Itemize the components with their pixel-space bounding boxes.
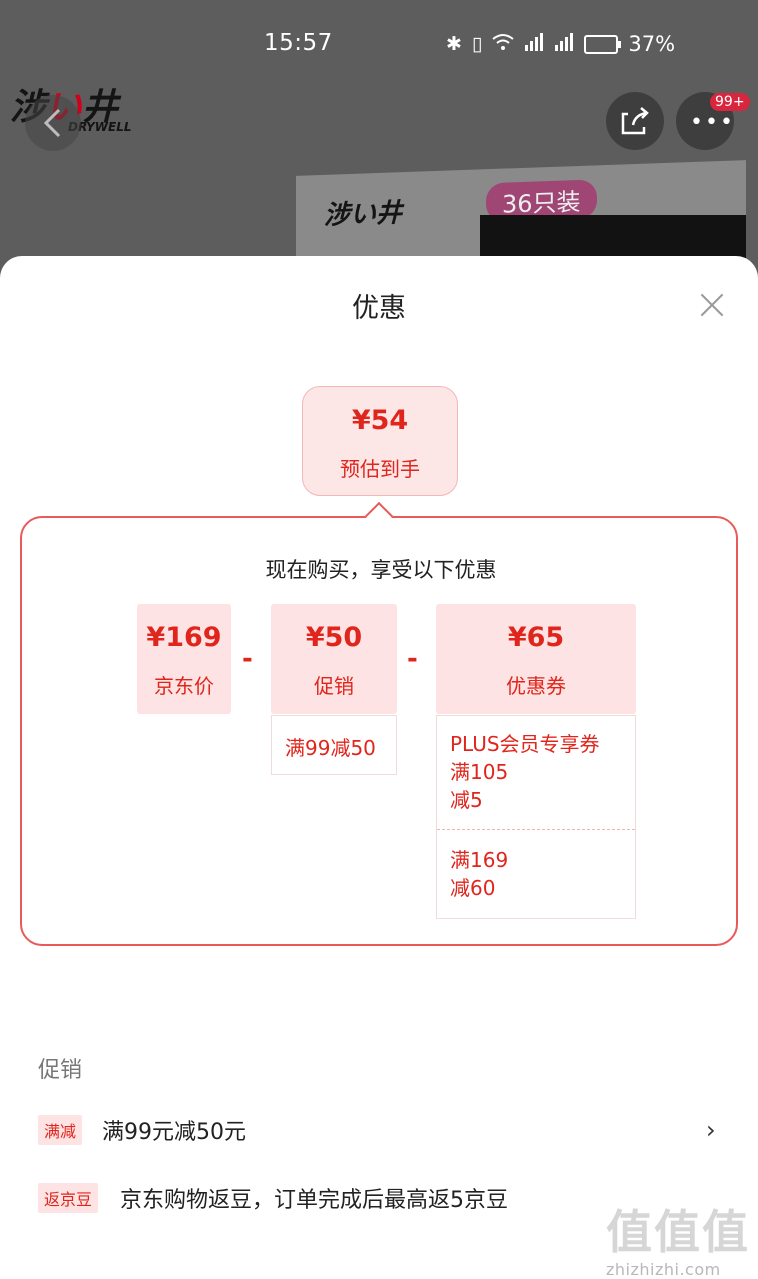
- chevron-left-icon: [43, 108, 61, 138]
- close-icon[interactable]: [694, 288, 730, 324]
- vibrate-icon: ▯: [471, 33, 483, 55]
- share-button[interactable]: [606, 92, 664, 150]
- coupon-box: ¥65 优惠券: [436, 604, 636, 714]
- promotion-row-jd-beans: 返京豆 京东购物返豆，订单完成后最高返5京豆: [38, 1182, 508, 1214]
- status-icons: ✱ ▯ 37%: [446, 32, 675, 56]
- signal-icon: [524, 32, 544, 56]
- jd-price-box: ¥169 京东价: [137, 604, 231, 714]
- coupon-amount: ¥65: [507, 622, 565, 653]
- coupon-label: 优惠券: [506, 674, 566, 698]
- brand-english: DRYWELL: [68, 120, 132, 134]
- watermark: 值值值 zhizhizhi.com: [606, 1196, 750, 1279]
- estimated-price-box: ¥54 预估到手: [302, 386, 458, 496]
- share-icon: [621, 107, 649, 135]
- coupon-divider: [437, 829, 635, 830]
- promotions-section-title: 促销: [38, 1058, 83, 1083]
- promotion-tag: 满减: [38, 1115, 83, 1145]
- status-time: 15:57: [264, 30, 333, 56]
- promo-label: 促销: [314, 674, 354, 698]
- coupon-item: 满169 减60: [450, 848, 509, 900]
- bluetooth-icon: ✱: [446, 33, 462, 55]
- panel-heading: 现在购买，享受以下优惠: [265, 558, 497, 582]
- watermark-url: zhizhizhi.com: [606, 1260, 721, 1279]
- signal-5g-icon: [554, 32, 574, 56]
- battery-level: 37%: [628, 32, 676, 56]
- coupon-detail-list: PLUS会员专享券 满105 减5 满169 减60: [436, 715, 636, 919]
- chevron-right-icon[interactable]: ›: [706, 1116, 716, 1144]
- minus-sign: -: [407, 644, 418, 674]
- promo-box: ¥50 促销: [271, 604, 397, 714]
- promotion-text: 满99元减50元: [102, 1120, 247, 1145]
- wifi-icon: [492, 33, 515, 56]
- sheet-title: 优惠: [352, 293, 406, 324]
- promotion-text: 京东购物返豆，订单完成后最高返5京豆: [120, 1188, 509, 1213]
- battery-icon: [584, 34, 622, 54]
- estimated-price: ¥54: [351, 405, 409, 436]
- promotion-row-full-reduction[interactable]: 满减 满99元减50元: [38, 1114, 246, 1146]
- back-button[interactable]: [25, 95, 81, 151]
- promo-amount: ¥50: [305, 622, 363, 653]
- notification-badge: 99+: [710, 93, 750, 111]
- watermark-logo: 值值值: [606, 1205, 750, 1259]
- promotion-tag: 返京豆: [38, 1183, 99, 1213]
- jd-price-label: 京东价: [154, 674, 214, 698]
- estimated-price-label: 预估到手: [340, 457, 420, 481]
- jd-price-amount: ¥169: [146, 622, 222, 653]
- product-page-background: 15:57 ✱ ▯ 37% 涉い井 DRYWELL ••• 99+: [0, 0, 758, 300]
- discount-breakdown-panel: 现在购买，享受以下优惠 ¥169 京东价 - ¥50 促销 - ¥65 优惠券 …: [20, 516, 738, 946]
- product-box-logo: 涉い井: [324, 198, 403, 231]
- promo-detail: 满99减50: [271, 715, 397, 775]
- coupon-item: PLUS会员专享券 满105 减5: [450, 732, 600, 812]
- minus-sign: -: [242, 644, 253, 674]
- more-icon: •••: [690, 110, 735, 135]
- status-bar: 15:57 ✱ ▯ 37%: [0, 0, 758, 72]
- discount-sheet: 优惠 ¥54 预估到手 现在购买，享受以下优惠 ¥169 京东价 - ¥50 促…: [0, 256, 758, 1279]
